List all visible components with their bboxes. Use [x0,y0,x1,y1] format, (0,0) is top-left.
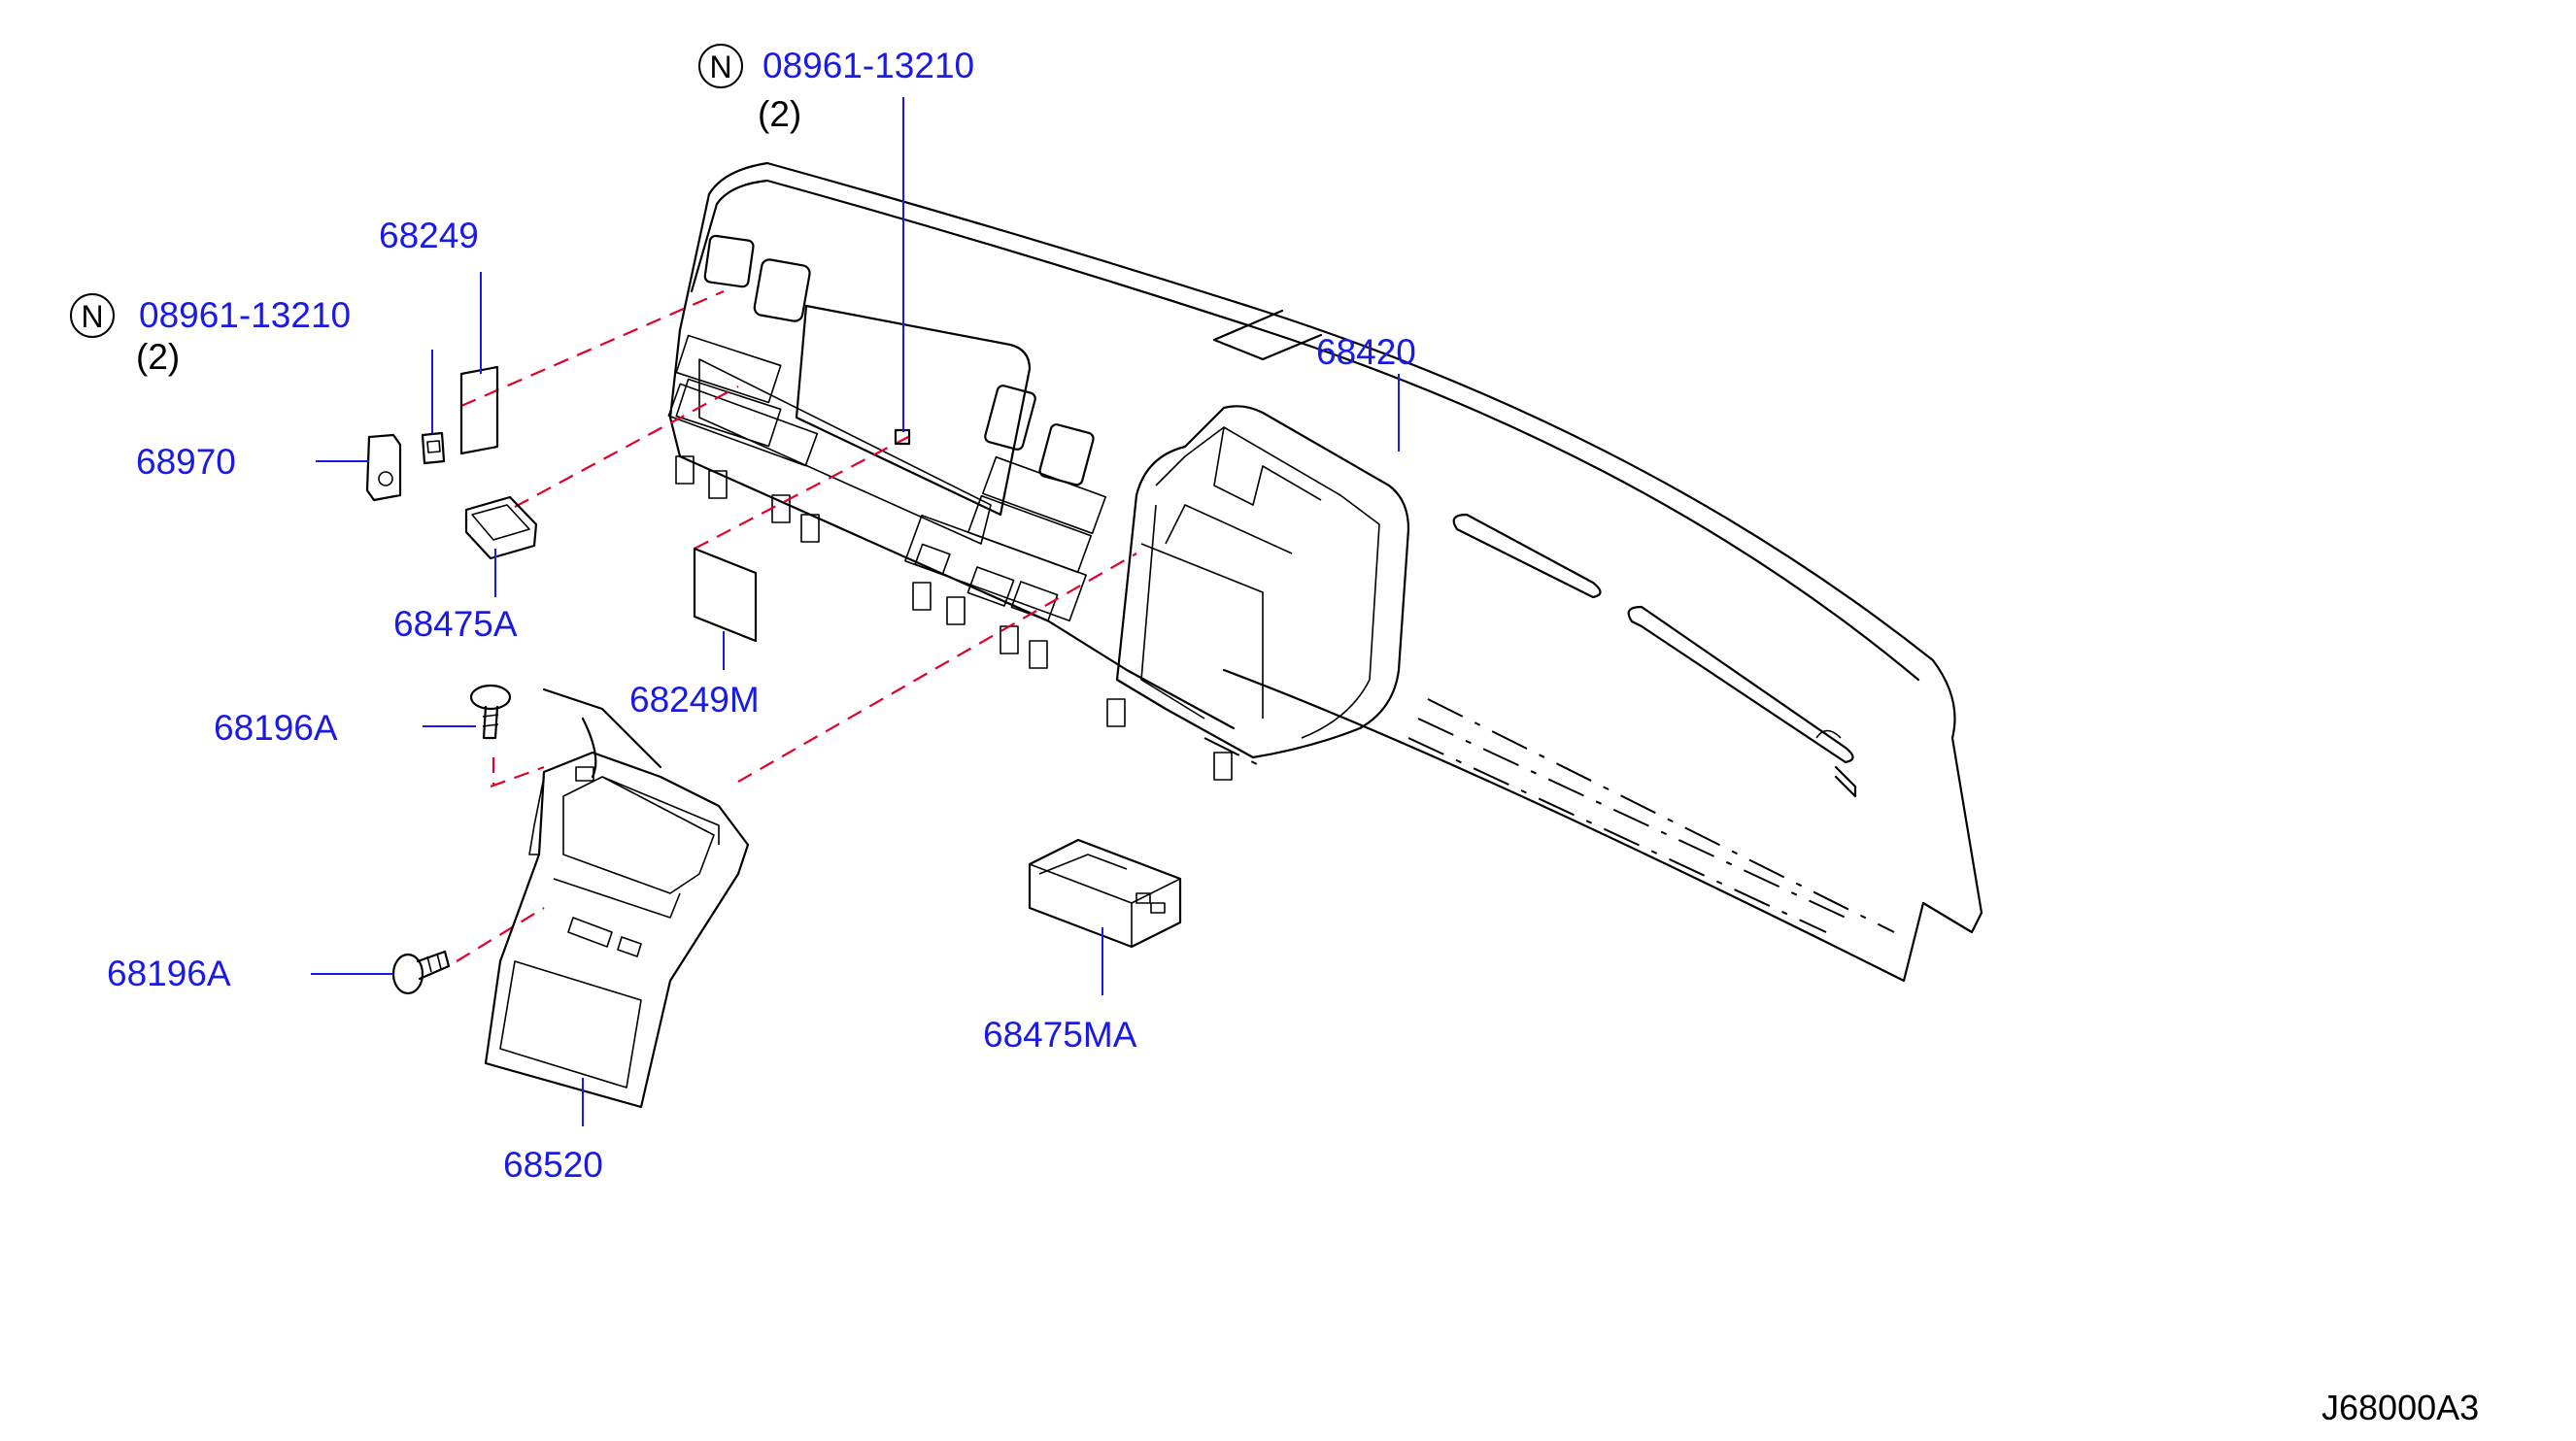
leader-lines [311,97,1400,1126]
assembly-guide-lines [456,289,1137,962]
quantity-top: (2) [758,94,801,134]
n-symbol: N [81,299,103,334]
instrument-panel-68420 [667,161,1983,983]
part-68249-plate [459,365,499,455]
part-68249m-plate [693,547,758,643]
part-number-68249m: 68249M [629,680,760,720]
n-callout-top: N 08961-13210 (2) [698,44,974,134]
clip-small [421,431,446,465]
n-circle-icon [698,44,743,88]
part-number-68520: 68520 [503,1145,603,1185]
n-circle-icon [70,293,115,338]
part-number-68196a-top: 68196A [214,708,338,748]
part-68196a-screw-top [469,684,512,740]
part-68520-finisher [484,687,750,1109]
drawing-id: J68000A3 [2322,1388,2479,1427]
part-number-68420: 68420 [1316,332,1416,372]
part-number-08961-13210-top: 08961-13210 [763,46,974,85]
n-callout-left: N 08961-13210 (2) [70,293,351,377]
part-number-08961-13210-left: 08961-13210 [139,295,351,335]
part-68970-cover [365,433,402,502]
quantity-left: (2) [136,337,180,377]
part-68196a-screw-lower [391,950,451,995]
part-number-68475ma: 68475MA [983,1015,1137,1055]
n-symbol: N [709,50,731,84]
part-68475ma-pocket [1028,838,1182,949]
part-68475a-pocket [464,495,538,560]
part-number-68970: 68970 [136,442,236,482]
part-number-68196a: 68196A [107,954,231,993]
part-number-68249: 68249 [379,216,479,255]
part-number-68475a: 68475A [393,604,518,644]
